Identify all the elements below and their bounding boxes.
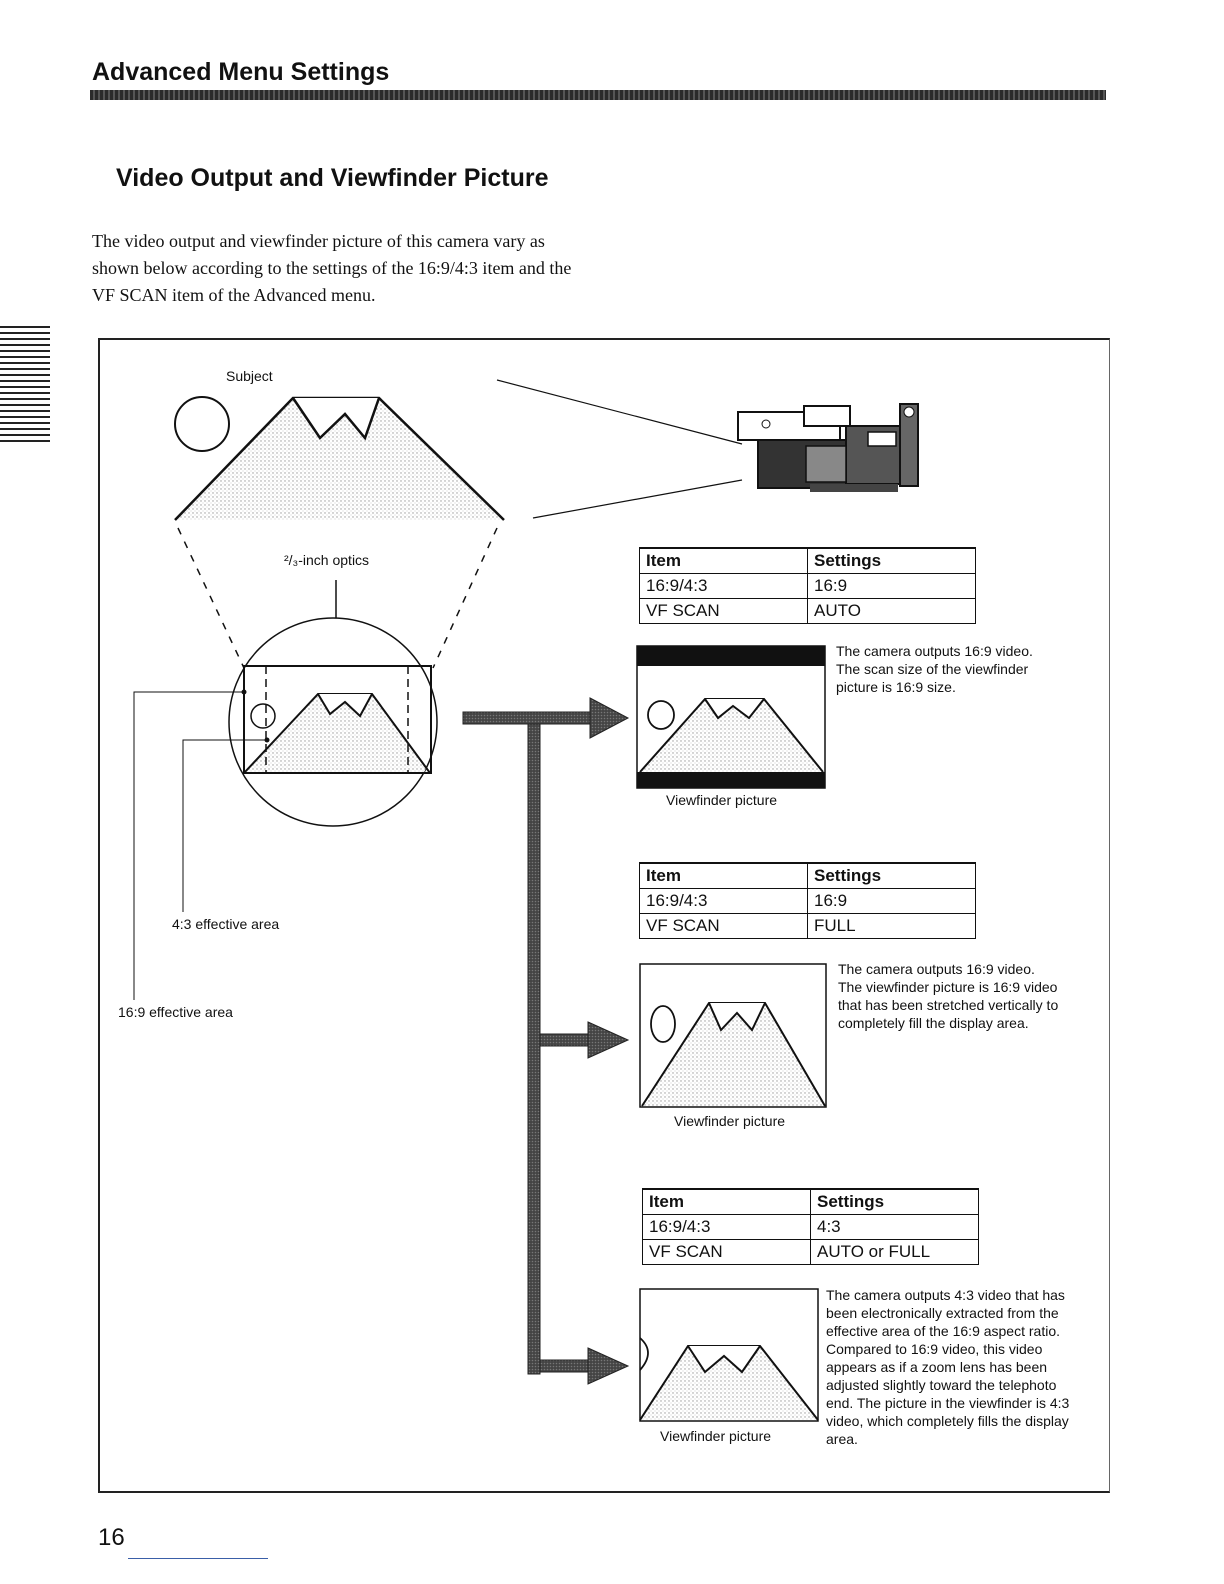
viewfinder-picture-1	[636, 645, 826, 789]
header-rule	[90, 90, 1106, 100]
settings-table-1: Item Settings 16:9/4:3 16:9 VF SCAN AUTO	[639, 547, 976, 624]
page-number: 16	[98, 1524, 125, 1551]
viewfinder-picture-2	[639, 963, 827, 1108]
table-cell-setting: 4:3	[810, 1214, 979, 1240]
camcorder-icon	[737, 403, 919, 492]
table-row: 16:9/4:3 16:9	[639, 888, 976, 914]
table-cell-setting: 16:9	[807, 888, 976, 914]
subject-label: Subject	[226, 368, 273, 384]
sightline-bottom	[532, 479, 743, 519]
area169-label: 16:9 effective area	[118, 1004, 233, 1020]
sightline-top	[496, 379, 743, 445]
mountain-icon	[174, 396, 505, 521]
case-1-caption: Viewfinder picture	[666, 792, 778, 808]
table-header-settings: Settings	[810, 1188, 979, 1215]
case-3-description: The camera outputs 4:3 video that has be…	[826, 1287, 1070, 1447]
table-header-item: Item	[639, 547, 808, 574]
table-header-settings: Settings	[807, 547, 976, 574]
footer-rule	[128, 1558, 268, 1559]
arrow-right-icon	[462, 697, 630, 1385]
frame-169	[243, 665, 432, 774]
area43-label: 4:3 effective area	[172, 916, 280, 932]
table-cell-item: VF SCAN	[642, 1239, 811, 1265]
table-row: VF SCAN AUTO or FULL	[642, 1239, 979, 1265]
case-2-description: The camera outputs 16:9 video. The viewf…	[838, 961, 1059, 1031]
viewfinder-picture-3	[639, 1288, 819, 1422]
table-cell-item: VF SCAN	[639, 598, 808, 624]
margin-tab-marker	[0, 326, 50, 444]
table-header-item: Item	[642, 1188, 811, 1215]
table-row: VF SCAN FULL	[639, 913, 976, 939]
figure-frame	[98, 338, 1110, 1493]
optics-circle	[228, 617, 438, 827]
table-header-settings: Settings	[807, 862, 976, 889]
table-cell-item: 16:9/4:3	[642, 1214, 811, 1240]
table-cell-item: VF SCAN	[639, 913, 808, 939]
table-row: 16:9/4:3 4:3	[642, 1214, 979, 1240]
table-row: VF SCAN AUTO	[639, 598, 976, 624]
table-cell-setting: 16:9	[807, 573, 976, 599]
optics-label: ²/₃-inch optics	[284, 552, 370, 568]
case-3-caption: Viewfinder picture	[660, 1428, 772, 1444]
page-title: Video Output and Viewfinder Picture	[116, 164, 549, 192]
table-cell-setting: FULL	[807, 913, 976, 939]
case-2-caption: Viewfinder picture	[674, 1113, 786, 1129]
table-cell-item: 16:9/4:3	[639, 573, 808, 599]
section-header: Advanced Menu Settings	[92, 58, 390, 86]
table-cell-setting: AUTO or FULL	[810, 1239, 979, 1265]
subject-circle-icon	[174, 396, 230, 452]
settings-table-3: Item Settings 16:9/4:3 4:3 VF SCAN AUTO …	[642, 1188, 979, 1265]
settings-table-2: Item Settings 16:9/4:3 16:9 VF SCAN FULL	[639, 862, 976, 939]
case-1-description: The camera outputs 16:9 video. The scan …	[836, 643, 1033, 695]
table-header-item: Item	[639, 862, 808, 889]
intro-paragraph: The video output and viewfinder picture …	[92, 231, 572, 305]
table-cell-setting: AUTO	[807, 598, 976, 624]
table-cell-item: 16:9/4:3	[639, 888, 808, 914]
table-row: 16:9/4:3 16:9	[639, 573, 976, 599]
